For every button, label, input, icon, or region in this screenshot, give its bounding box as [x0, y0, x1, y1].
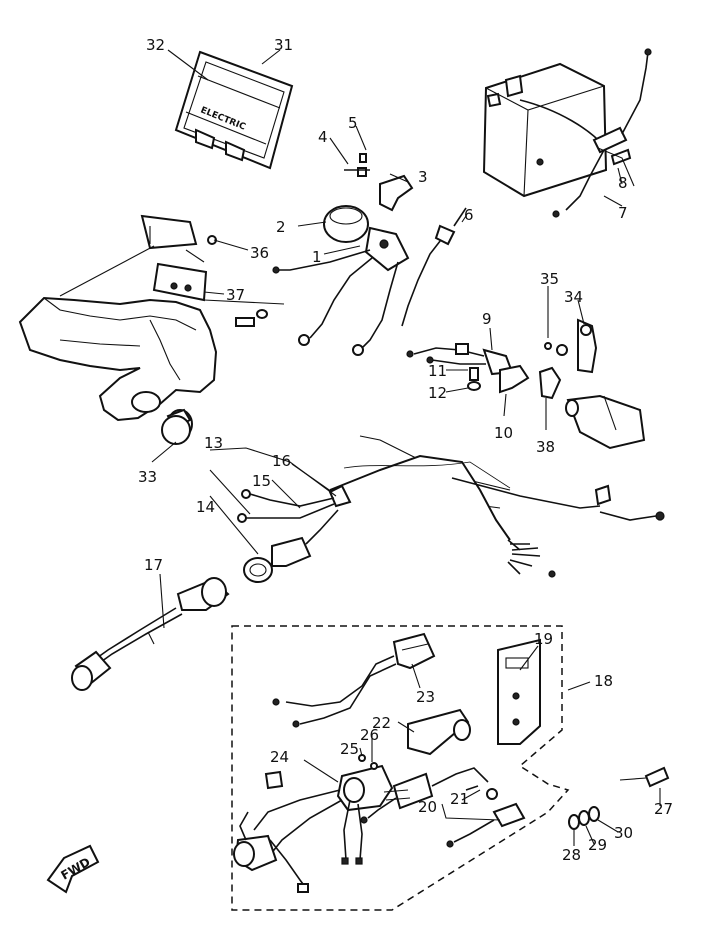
callout-5: 5: [348, 114, 358, 132]
callout-6: 6: [464, 206, 474, 224]
callout-2: 2: [276, 218, 286, 236]
callout-14: 14: [196, 498, 215, 516]
decal-plate: ELECTRIC: [174, 50, 294, 170]
callout-23: 23: [416, 688, 435, 706]
extension-harness: [71, 577, 230, 691]
shift-lever: [538, 318, 646, 450]
callout-10: 10: [494, 424, 513, 442]
callout-11: 11: [428, 362, 447, 380]
callout-15: 15: [252, 472, 271, 490]
callout-32: 32: [146, 36, 165, 54]
callout-19: 19: [534, 630, 553, 648]
callout-30: 30: [614, 824, 633, 842]
callout-33: 33: [138, 468, 157, 486]
callout-12: 12: [428, 384, 447, 402]
switch-panel-box: [231, 625, 570, 911]
callout-labels: 1 2 3 4 5 6 7 8 9 10 11 12 13 14 15 16 1…: [138, 36, 673, 864]
callout-16: 16: [272, 452, 291, 470]
callout-7: 7: [618, 204, 628, 222]
callout-28: 28: [562, 846, 581, 864]
swivel-bracket: [18, 214, 285, 439]
callout-4: 4: [318, 128, 328, 146]
callout-26: 26: [360, 726, 379, 744]
main-harness: [237, 435, 665, 583]
callout-18: 18: [594, 672, 613, 690]
callout-8: 8: [618, 174, 628, 192]
neutral-switch: [406, 343, 530, 394]
electrical-box: [482, 48, 652, 218]
callout-34: 34: [564, 288, 583, 306]
callout-38: 38: [536, 438, 555, 456]
callout-22: 22: [372, 714, 391, 732]
callout-35: 35: [540, 270, 559, 288]
callout-24: 24: [270, 748, 289, 766]
callout-27: 27: [654, 800, 673, 818]
callout-25: 25: [340, 740, 359, 758]
callout-21: 21: [450, 790, 469, 808]
callout-20: 20: [418, 798, 437, 816]
fwd-arrow-icon: FWD: [46, 844, 100, 894]
callout-17: 17: [144, 556, 163, 574]
fasteners: [568, 766, 670, 830]
callout-9: 9: [482, 310, 492, 328]
relay-assembly: [272, 153, 467, 356]
leader-lines: [151, 49, 661, 846]
callout-36: 36: [250, 244, 269, 262]
callout-37: 37: [226, 286, 245, 304]
callout-31: 31: [274, 36, 293, 54]
grommet-plug: [161, 415, 191, 445]
callout-29: 29: [588, 836, 607, 854]
callout-3: 3: [418, 168, 428, 186]
callout-13: 13: [204, 434, 223, 452]
callout-1: 1: [312, 248, 322, 266]
